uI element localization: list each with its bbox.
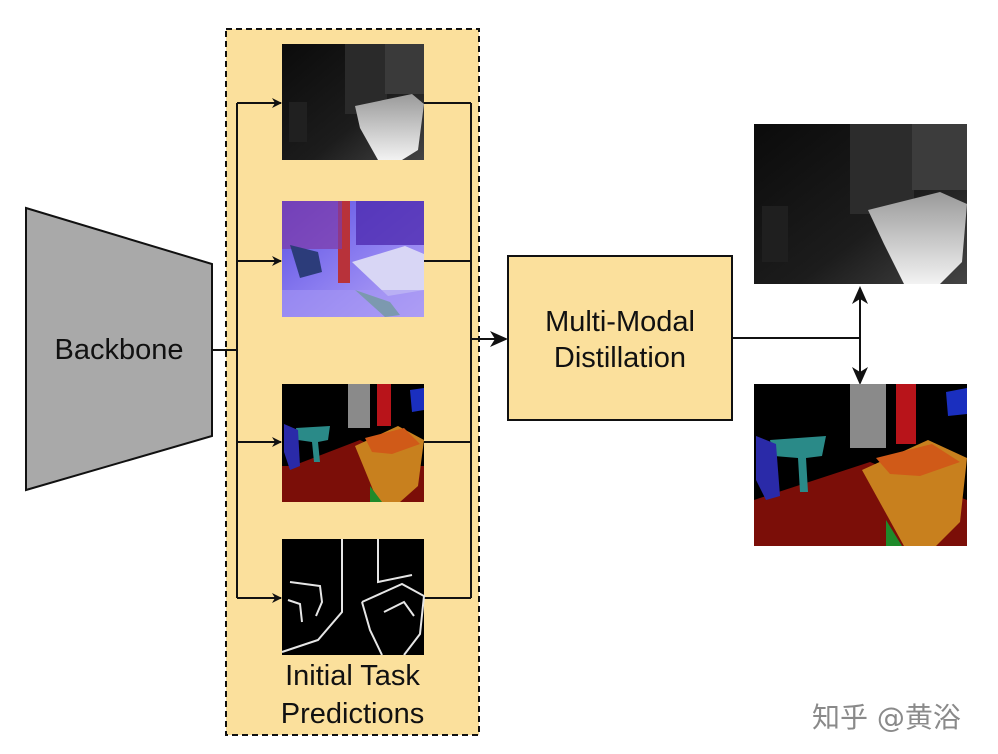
normals-prediction-image: [282, 201, 424, 317]
predictions-label-line2: Predictions: [280, 698, 425, 730]
backbone-label: Backbone: [54, 334, 184, 366]
distillation-block: [507, 255, 733, 421]
edges-prediction-image: [281, 539, 426, 656]
distillation-label-line2: Distillation: [553, 342, 687, 374]
segmentation-prediction-image: [282, 384, 424, 502]
depth-prediction-image: [282, 44, 424, 160]
backbone-block: [25, 206, 213, 492]
distillation-label-line1: Multi-Modal: [545, 306, 695, 338]
watermark-text: 知乎 @黄浴: [812, 701, 961, 734]
predictions-label-line1: Initial Task: [285, 660, 420, 692]
final-segmentation-output-image: [754, 384, 967, 546]
final-depth-output-image: [754, 124, 967, 284]
